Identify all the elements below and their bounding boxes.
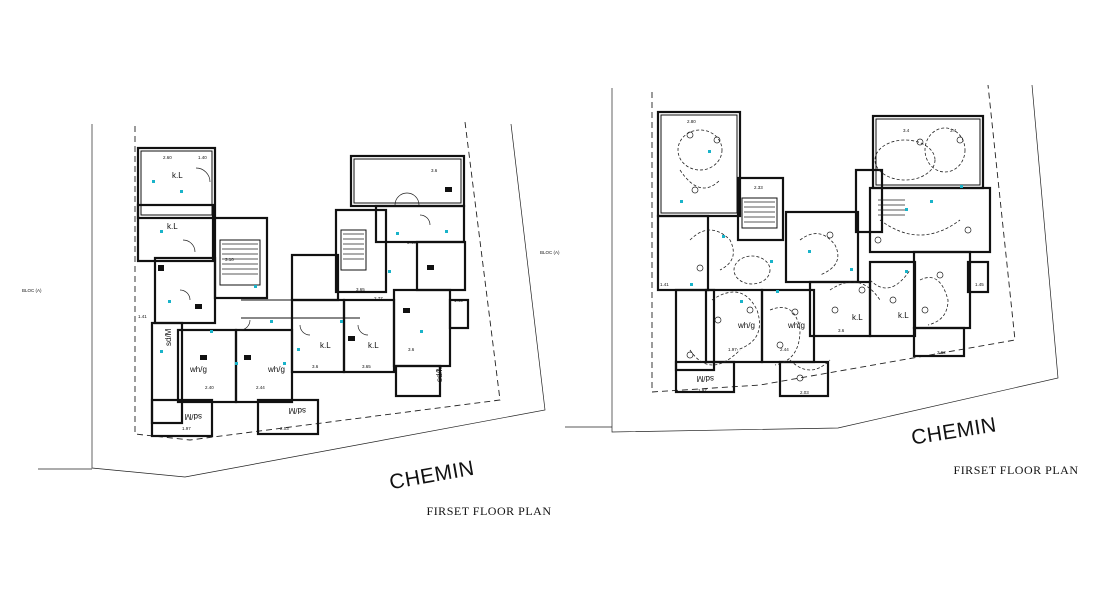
left-door-swings (179, 167, 431, 336)
svg-text:3.6: 3.6 (312, 364, 319, 369)
svg-text:1.41: 1.41 (660, 282, 669, 287)
svg-text:2.03: 2.03 (280, 426, 289, 431)
svg-text:3.6: 3.6 (431, 168, 438, 173)
svg-text:2.33: 2.33 (754, 185, 763, 190)
left-room-label-2: k.L (167, 222, 178, 231)
left-dimension-ticks: 2.60 1.40 3.10 2.40 2.44 3.6 3.65 3.6 3.… (138, 155, 463, 431)
left-room-label-3: wh/g (189, 365, 207, 374)
right-room-label-1: wh/g (737, 321, 755, 330)
svg-text:2.77: 2.77 (374, 296, 383, 301)
svg-text:2.60: 2.60 (163, 155, 172, 160)
right-bloc-label: BLOC (A) (540, 250, 560, 255)
left-room-label-8: k.L (368, 341, 379, 350)
svg-text:3.10: 3.10 (225, 257, 234, 262)
right-floor-plan: 2.80 2.33 3.4 3.4 1.97 2.44 3.6 3.62 1.4… (540, 84, 1079, 477)
svg-text:1.97: 1.97 (182, 426, 191, 431)
left-setback-line (134, 121, 501, 441)
svg-text:1.41: 1.41 (138, 314, 147, 319)
right-light-points (686, 131, 972, 382)
left-site-boundary (91, 123, 546, 478)
left-road-label: CHEMIN (388, 457, 477, 495)
right-dimension-ticks: 2.80 2.33 3.4 3.4 1.97 2.44 3.6 3.62 1.4… (660, 119, 984, 395)
svg-text:1.45: 1.45 (454, 298, 463, 303)
left-stairs (222, 233, 364, 275)
right-electrical-circuits (677, 127, 966, 371)
left-plan-title: FIRSET FLOOR PLAN (427, 504, 552, 518)
right-room-label-5: sd/M (696, 374, 714, 383)
left-room-label-10: sd/M (435, 364, 444, 382)
svg-text:3.6: 3.6 (838, 328, 845, 333)
left-room-label-5: sd/M (164, 328, 173, 346)
left-room-label-4: wh/g (267, 365, 285, 374)
right-room-label-3: k.L (852, 313, 863, 322)
svg-text:2.44: 2.44 (780, 347, 789, 352)
left-room-label-7: k.L (320, 341, 331, 350)
svg-text:3.4: 3.4 (903, 128, 910, 133)
left-fixtures (158, 187, 452, 360)
right-setback-line (651, 84, 1016, 393)
svg-text:1.97: 1.97 (698, 388, 707, 393)
svg-text:2.40: 2.40 (205, 385, 214, 390)
left-building-walls (136, 146, 470, 438)
svg-text:1.45: 1.45 (975, 282, 984, 287)
right-room-label-4: k.L (898, 311, 909, 320)
left-room-label-1: k.L (172, 171, 183, 180)
right-road-label: CHEMIN (910, 413, 998, 449)
svg-text:2.44: 2.44 (256, 385, 265, 390)
left-room-label-9: sd/M (288, 406, 306, 415)
left-room-label-6: sd/M (184, 412, 202, 421)
right-room-label-2: wh/g (787, 321, 805, 330)
right-site-boundary (611, 84, 1059, 433)
svg-text:2.03: 2.03 (800, 390, 809, 395)
left-floor-plan: 2.60 1.40 3.10 2.40 2.44 3.6 3.65 3.6 3.… (22, 121, 552, 518)
left-cyan-markers (152, 180, 448, 365)
svg-text:2.80: 2.80 (687, 119, 696, 124)
right-plan-title: FIRSET FLOOR PLAN (954, 463, 1079, 477)
right-stairs (744, 199, 905, 223)
svg-text:3.65: 3.65 (362, 364, 371, 369)
right-building-walls (656, 110, 992, 398)
svg-text:3.65: 3.65 (356, 287, 365, 292)
right-cyan-markers (680, 150, 963, 303)
left-bloc-label: BLOC (A) (22, 288, 42, 293)
svg-text:1.97: 1.97 (728, 347, 737, 352)
svg-text:3.4: 3.4 (950, 128, 957, 133)
svg-text:3.62: 3.62 (937, 350, 946, 355)
svg-text:3.6: 3.6 (408, 347, 415, 352)
svg-text:1.40: 1.40 (198, 155, 207, 160)
svg-text:3.40: 3.40 (407, 240, 416, 245)
